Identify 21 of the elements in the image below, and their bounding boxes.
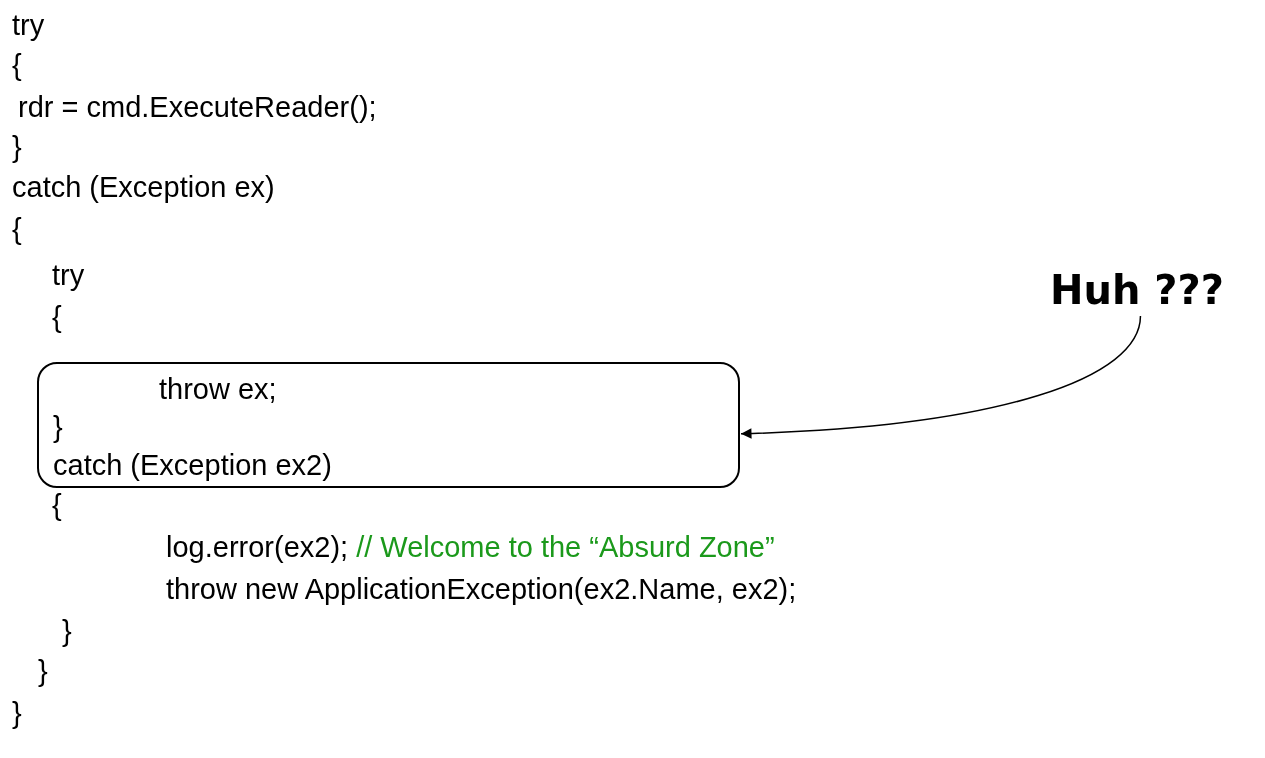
arrow bbox=[740, 315, 1142, 439]
code-line: throw new ApplicationException(ex2.Name, ex2); bbox=[166, 573, 797, 605]
code-line: try bbox=[52, 259, 85, 291]
code-line: { bbox=[12, 49, 22, 81]
code-line: { bbox=[52, 301, 62, 333]
code-line: } bbox=[62, 615, 72, 647]
code-line: log.error(ex2); bbox=[166, 531, 349, 563]
highlight-box bbox=[37, 362, 740, 488]
code-line: try bbox=[12, 9, 45, 41]
callout-text: Huh ??? bbox=[1050, 266, 1224, 314]
code-line: catch (Exception ex) bbox=[12, 171, 275, 203]
code-line: { bbox=[52, 489, 62, 521]
code-comment: // Welcome to the “Absurd Zone” bbox=[356, 531, 775, 563]
code-line: } bbox=[53, 410, 63, 444]
code-line: } bbox=[12, 131, 22, 163]
code-line: throw ex; bbox=[159, 372, 277, 406]
code-line: } bbox=[38, 655, 48, 687]
code-line: } bbox=[12, 697, 22, 729]
code-line: catch (Exception ex2) bbox=[53, 448, 332, 482]
code-line: rdr = cmd.ExecuteReader(); bbox=[18, 91, 377, 123]
code-line: { bbox=[12, 213, 22, 245]
